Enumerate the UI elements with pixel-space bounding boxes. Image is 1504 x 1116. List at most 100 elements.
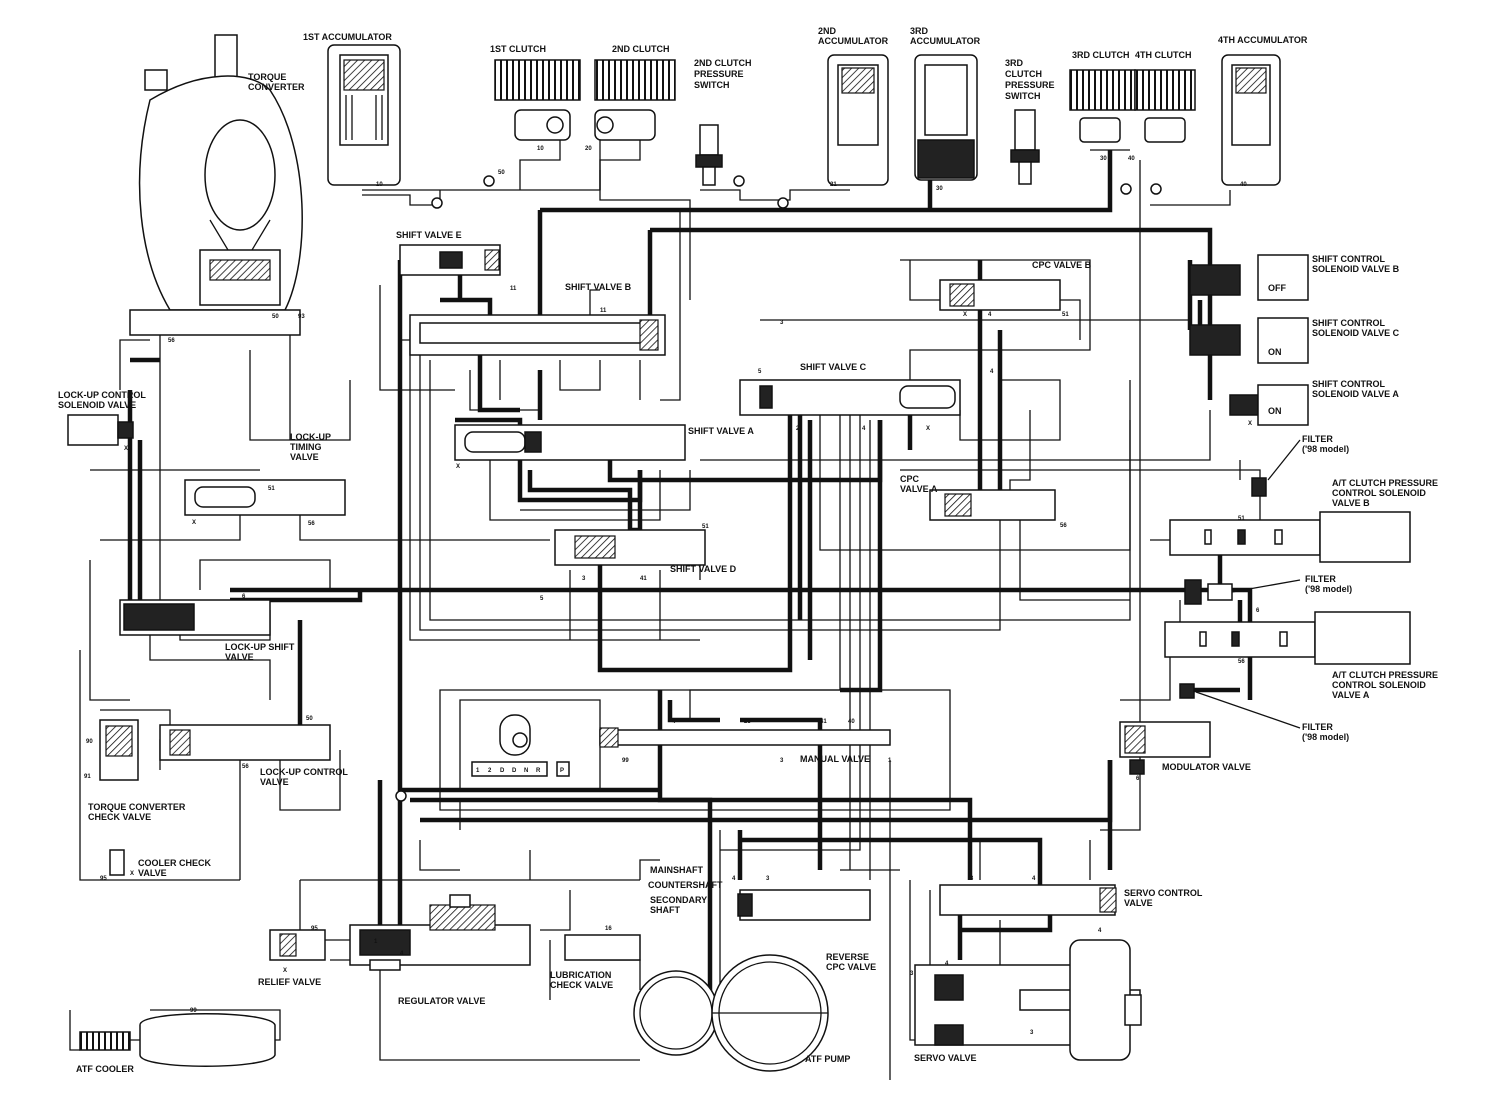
relief-valve: RELIEF VALVE — [258, 929, 326, 987]
shift-valve-d-label: SHIFT VALVE D — [670, 564, 737, 574]
atf-pump: ATF PUMP — [633, 954, 850, 1072]
port-label: 10 — [537, 146, 544, 152]
port-label: X — [283, 968, 287, 974]
port-label: 11 — [600, 308, 607, 314]
port-label: 6 — [1136, 776, 1140, 782]
port-label: 50 — [306, 716, 313, 722]
port-label: 51 — [1238, 516, 1245, 522]
gear-pos-d: D — [512, 768, 517, 774]
accumulator-4th: 4TH ACCUMULATOR — [1218, 35, 1308, 186]
atf-pump-label: ATF PUMP — [805, 1054, 850, 1064]
filter-top: FILTER ('98 model) — [1251, 434, 1349, 497]
port-label: 56 — [242, 764, 249, 770]
port-label: 91 — [84, 774, 91, 780]
countershaft-label: COUNTERSHAFT — [648, 880, 723, 890]
port-label: 25 — [744, 719, 751, 725]
shift-valve-d: SHIFT VALVE D — [554, 529, 737, 574]
port-label: 56 — [1060, 523, 1067, 529]
port-label: 4 — [990, 369, 994, 375]
port-label: 41 — [640, 576, 647, 582]
atf-cooler-label: ATF COOLER — [76, 1064, 134, 1074]
clutch-2nd: 2ND CLUTCH — [594, 44, 676, 141]
accumulator-1st: 1ST ACCUMULATOR — [303, 32, 401, 186]
gear-pos-r: R — [536, 768, 541, 774]
port-label: 4 — [732, 876, 736, 882]
filter-mid-label: FILTER — [1305, 574, 1336, 584]
port-label: 10 — [376, 182, 383, 188]
manual-valve: MANUAL VALVE — [499, 714, 891, 764]
port-label: 93 — [298, 314, 305, 320]
port-label: X — [124, 446, 128, 452]
gear-pos-1: 1 — [476, 768, 480, 774]
port-label: 5 — [758, 369, 762, 375]
accumulator-1st-label: 1ST ACCUMULATOR — [303, 32, 392, 42]
port-label: 40 — [848, 719, 855, 725]
port-label: 4 — [1032, 876, 1036, 882]
clutch-4th: 4TH CLUTCH — [1134, 50, 1196, 143]
clutch-3rd: 3RD CLUTCH — [1069, 50, 1136, 143]
clutch-2nd-label: 2ND CLUTCH — [612, 44, 670, 54]
cpc-valve-b: CPC VALVE B — [939, 260, 1092, 311]
gear-pos-p: P — [560, 768, 564, 774]
port-label: 99 — [190, 1008, 197, 1014]
port-label: 50 — [272, 314, 279, 320]
filter-mid-note: ('98 model) — [1305, 584, 1352, 594]
port-label: 3 — [780, 758, 784, 764]
port-label: 90 — [86, 739, 93, 745]
shift-valve-a: SHIFT VALVE A — [454, 424, 754, 461]
port-label: 1 — [888, 758, 892, 764]
regulator-label: REGULATOR VALVE — [398, 996, 485, 1006]
port-label: 20 — [585, 146, 592, 152]
port-label: 4 — [945, 961, 949, 967]
solenoid-b-state: OFF — [1268, 283, 1286, 293]
port-label: 3 — [780, 320, 784, 326]
port-label: X — [1248, 421, 1252, 427]
port-label: X — [963, 312, 967, 318]
port-label: 30 — [1100, 156, 1107, 162]
port-label: 50 — [498, 170, 505, 176]
filter-bot: FILTER ('98 model) — [1179, 683, 1349, 742]
regulator-valve: REGULATOR VALVE — [349, 894, 531, 1006]
filter-mid: FILTER ('98 model) — [1184, 574, 1352, 605]
port-label: 4 — [1098, 928, 1102, 934]
port-label: 95 — [100, 876, 107, 882]
port-labels: 10 10 20 21 30 30 40 40 56 50 93 25 41 4… — [84, 146, 1260, 1036]
port-label: 4 — [672, 719, 676, 725]
modulator-valve: MODULATOR VALVE — [1119, 721, 1251, 775]
filter-top-label: FILTER — [1302, 434, 1333, 444]
port-label: 51 — [1062, 312, 1069, 318]
shift-valve-a-label: SHIFT VALVE A — [688, 426, 754, 436]
port-label: 3 — [1030, 1030, 1034, 1036]
shift-valve-e-label: SHIFT VALVE E — [396, 230, 462, 240]
manual-position-indicator: 1 2 D D N R P — [471, 761, 570, 777]
port-label: 3 — [766, 876, 770, 882]
port-label: 4 — [400, 951, 404, 957]
